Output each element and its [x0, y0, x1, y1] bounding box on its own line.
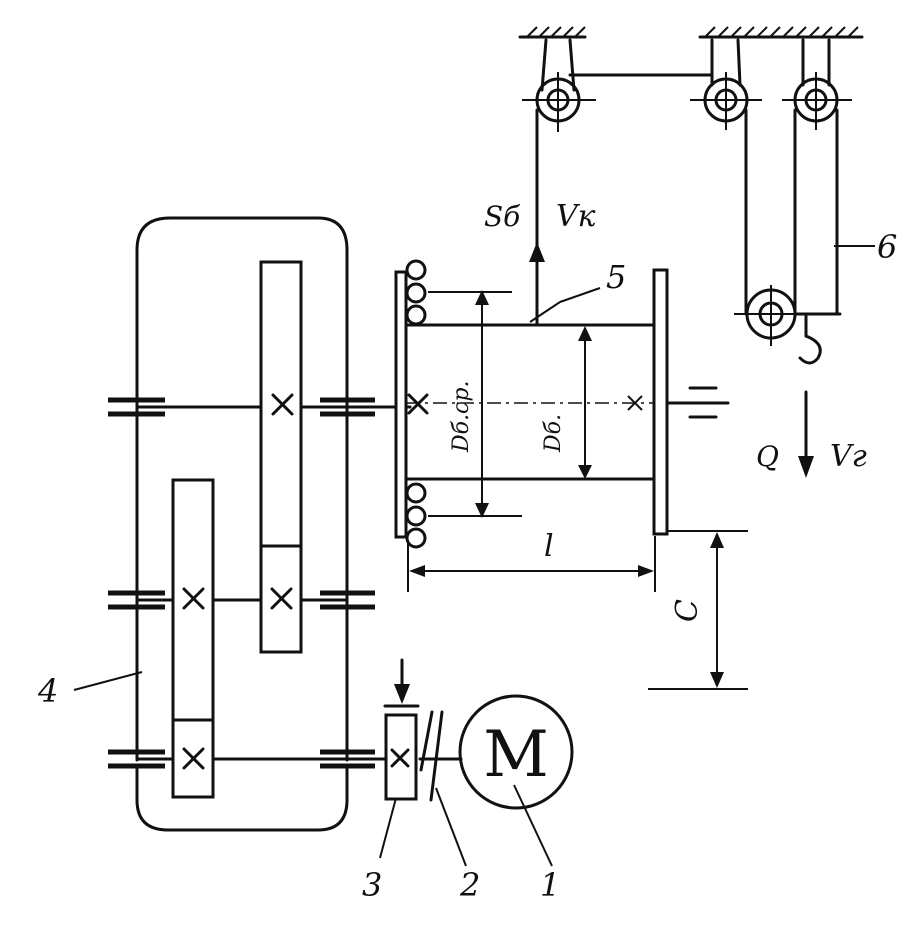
dim-drum-mean-diameter: Dб.ср.: [428, 290, 522, 518]
pulley-fixed-left: [522, 38, 596, 132]
brake-2: [418, 710, 463, 802]
pulley-fixed-right: [782, 38, 852, 130]
gearbox-housing: [135, 216, 349, 832]
label-part-5: 5: [606, 258, 626, 296]
gearbox-bearings: [108, 397, 375, 769]
label-part-6: 6: [877, 228, 897, 266]
dim-c: C: [648, 530, 748, 690]
label-rope-speed: Vк: [556, 199, 596, 234]
gear-input-pinion: [171, 718, 215, 799]
dim-drum-length: l: [407, 529, 656, 592]
gear-intermediate-large: [171, 478, 215, 722]
label-drum-length: l: [544, 529, 554, 564]
label-part-4: 4: [37, 672, 58, 710]
drum-rope-turns: [405, 259, 427, 549]
ceiling-supports: [518, 26, 864, 39]
leader-lines: [73, 245, 875, 867]
label-part-1: 1: [540, 866, 560, 904]
load-arrow: [798, 390, 814, 478]
motor-symbol: M: [483, 718, 549, 792]
gear-output-large: [259, 260, 303, 548]
drum-body: [404, 323, 656, 481]
electric-motor-1: M: [458, 694, 574, 810]
drum-end-bearing: [665, 386, 730, 419]
drum-flange-left: [394, 270, 408, 539]
label-drum-mean-diameter: Dб.ср.: [449, 381, 474, 453]
drum-flange-right: [652, 268, 669, 536]
dim-drum-diameter: Dб.: [541, 326, 592, 479]
label-drum-diameter: Dб.: [541, 414, 566, 453]
label-part-3: 3: [362, 866, 382, 904]
label-part-2: 2: [459, 866, 480, 904]
label-load: Q: [756, 440, 779, 473]
pulley-fixed-middle: [690, 38, 762, 130]
coupling-3: [383, 704, 420, 801]
brake-force-arrow: [394, 658, 410, 704]
label-load-speed: Vг: [830, 439, 867, 474]
polyspast-ropes: [744, 108, 842, 316]
pulley-movable: [734, 285, 806, 346]
label-rope-tension: Sб: [484, 200, 521, 233]
rope-tension-arrow: [529, 242, 545, 262]
hook: [798, 314, 822, 365]
label-c: C: [670, 599, 705, 622]
gear-intermediate-pinion: [259, 544, 303, 654]
